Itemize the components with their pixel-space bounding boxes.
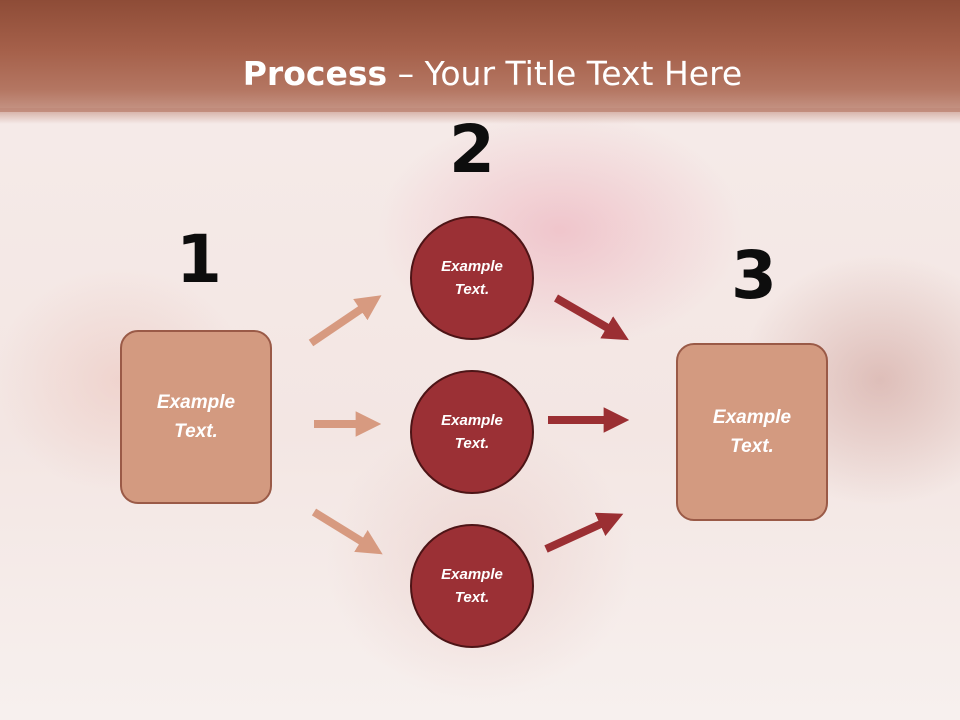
circle-top-text: Example Text. — [441, 258, 503, 298]
arrow-left-to-bottom — [311, 508, 383, 555]
circle-top[interactable]: Example Text. — [410, 216, 534, 340]
circle-middle[interactable]: Example Text. — [410, 370, 534, 494]
circle-bottom-text: Example Text. — [441, 566, 503, 606]
left-box-text: Example Text. — [156, 392, 236, 442]
circle-middle-text: Example Text. — [441, 412, 503, 452]
circle-bottom[interactable]: Example Text. — [410, 524, 534, 648]
slide-title: Process – Your Title Text Here — [0, 52, 960, 96]
title-rest: – Your Title Text Here — [387, 54, 743, 93]
title-bold: Process — [242, 54, 388, 93]
left-box[interactable]: Example Text. — [120, 330, 272, 504]
step-number-1: 1 — [176, 221, 222, 298]
title-bar — [0, 0, 960, 112]
arrow-left-to-top — [308, 295, 382, 347]
right-box-text: Example Text. — [712, 407, 792, 457]
arrow-bottom-to-right — [544, 512, 624, 553]
step-number-3: 3 — [731, 237, 777, 314]
step-number-2: 2 — [449, 111, 495, 188]
title-bar-fade — [0, 108, 960, 124]
arrow-top-to-right — [553, 294, 629, 341]
right-box[interactable]: Example Text. — [676, 343, 828, 521]
